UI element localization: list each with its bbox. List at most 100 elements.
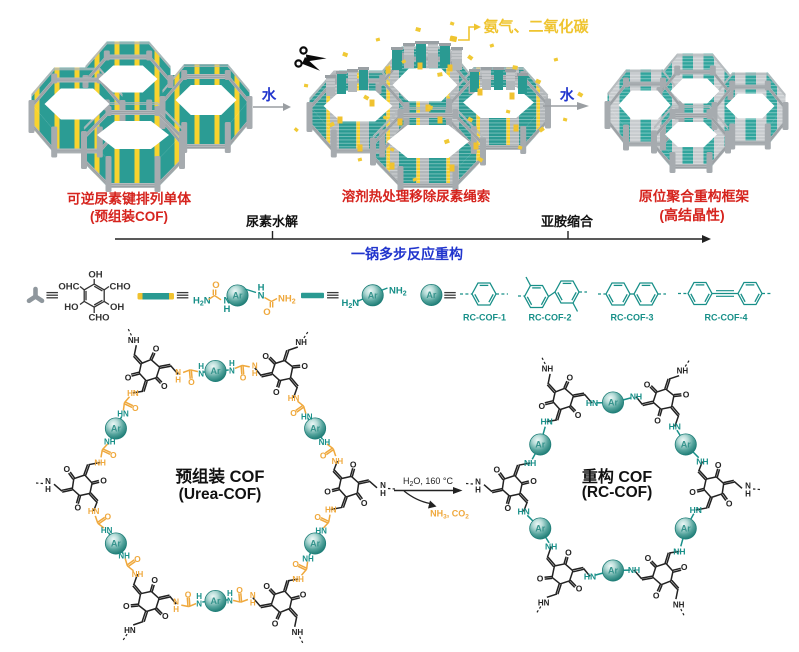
svg-text:O: O [576,583,583,593]
svg-text:Ar: Ar [232,291,242,301]
svg-text:O: O [493,464,500,474]
svg-text:O: O [715,460,722,470]
svg-text:Ar: Ar [681,524,691,534]
svg-text:O: O [726,499,733,509]
svg-text:NH: NH [94,459,106,468]
svg-text:NH: NH [673,601,685,610]
svg-text:CHO: CHO [88,313,109,324]
svg-text:H: H [45,485,51,494]
svg-text:O: O [125,373,132,383]
svg-text:NH: NH [132,570,144,579]
svg-text:O: O [292,559,299,569]
svg-text:HO: HO [64,302,78,313]
svg-text:Ar: Ar [368,290,378,300]
svg-text:NH: NH [292,628,304,637]
svg-text:O: O [263,307,270,318]
svg-text:NH: NH [128,336,140,345]
svg-text:预组装 COF: 预组装 COF [176,466,265,486]
svg-text:NH: NH [302,554,314,563]
svg-text:亚胺缩合: 亚胺缩合 [541,214,594,229]
svg-text:O: O [681,562,688,572]
svg-text:RC-COF-1: RC-COF-1 [463,313,506,323]
svg-text:Ar: Ar [111,539,121,549]
svg-text:O: O [654,416,661,426]
svg-text:NH: NH [292,575,304,584]
svg-text:N: N [196,599,202,608]
svg-text:O: O [537,574,544,584]
svg-text:O: O [575,410,582,420]
svg-text:NH: NH [630,392,642,402]
svg-text:O: O [314,512,321,522]
svg-text:O: O [504,503,511,513]
svg-text:O: O [123,601,130,611]
svg-text:O: O [212,280,219,291]
svg-text:Ar: Ar [608,398,618,408]
svg-text:H: H [175,375,181,384]
svg-text:O: O [350,460,357,470]
svg-text:O: O [262,351,269,361]
svg-text:NH: NH [319,438,331,447]
svg-text:HN: HN [584,571,596,581]
svg-text:NH: NH [332,457,344,466]
svg-text:NH: NH [524,458,536,468]
svg-text:NH: NH [673,546,685,556]
svg-text:O: O [324,487,331,497]
svg-text:原位聚合重构框架: 原位聚合重构框架 [639,188,750,204]
svg-text:O: O [188,377,195,387]
svg-text:HN: HN [88,507,100,516]
svg-text:(预组装COF): (预组装COF) [90,208,168,224]
svg-text:O: O [644,380,651,390]
svg-text:O: O [100,475,107,485]
svg-text:O: O [63,464,70,474]
svg-text:O: O [300,590,307,600]
svg-text:O: O [273,387,280,397]
svg-text:O: O [290,408,297,418]
svg-text:可逆尿素键排列单体: 可逆尿素键排列单体 [67,191,191,207]
svg-text:OH: OH [88,270,102,281]
svg-text:H: H [224,304,231,315]
svg-text:溶剂热处理移除尿素绳索: 溶剂热处理移除尿素绳索 [342,188,491,204]
svg-text:H: H [250,599,256,608]
svg-text:RC-COF-4: RC-COF-4 [705,313,748,323]
svg-text:O: O [132,403,139,413]
svg-text:HN: HN [315,526,327,535]
svg-text:氨气、二氧化碳: 氨气、二氧化碳 [483,18,589,36]
svg-text:NH: NH [118,551,130,560]
svg-text:NH: NH [677,367,689,376]
svg-text:水: 水 [262,86,277,104]
svg-text:O: O [162,611,169,621]
svg-text:O: O [361,498,368,508]
svg-text:(Urea-COF): (Urea-COF) [179,486,262,503]
svg-text:Ar: Ar [681,440,691,450]
svg-text:(RC-COF): (RC-COF) [582,484,653,501]
svg-text:RC-COF-2: RC-COF-2 [529,313,572,323]
svg-text:O: O [134,554,141,564]
svg-text:O: O [301,361,308,371]
svg-text:NH: NH [545,542,557,552]
svg-text:O: O [320,451,327,461]
svg-text:O: O [161,381,168,391]
svg-text:Ar: Ar [210,596,220,606]
svg-text:NH: NH [542,365,554,374]
svg-text:O: O [272,618,279,628]
svg-text:CHO: CHO [110,282,131,293]
svg-text:水: 水 [560,86,575,104]
svg-text:N: N [258,291,265,302]
svg-text:NH: NH [104,438,116,447]
svg-text:Ar: Ar [535,524,545,534]
svg-text:O: O [104,511,111,521]
svg-text:O: O [110,450,117,460]
svg-text:O: O [689,487,696,497]
svg-text:N: N [227,597,233,606]
svg-text:N: N [229,367,235,376]
svg-text:H: H [380,489,386,498]
svg-text:O: O [263,581,270,591]
svg-text:N: N [198,369,204,378]
svg-text:HN: HN [117,410,129,419]
svg-text:H: H [252,369,258,378]
svg-text:O: O [151,575,158,585]
svg-text:O: O [530,476,537,486]
svg-text:O: O [645,553,652,563]
svg-text:HN: HN [540,417,552,427]
svg-text:HN: HN [690,505,702,515]
